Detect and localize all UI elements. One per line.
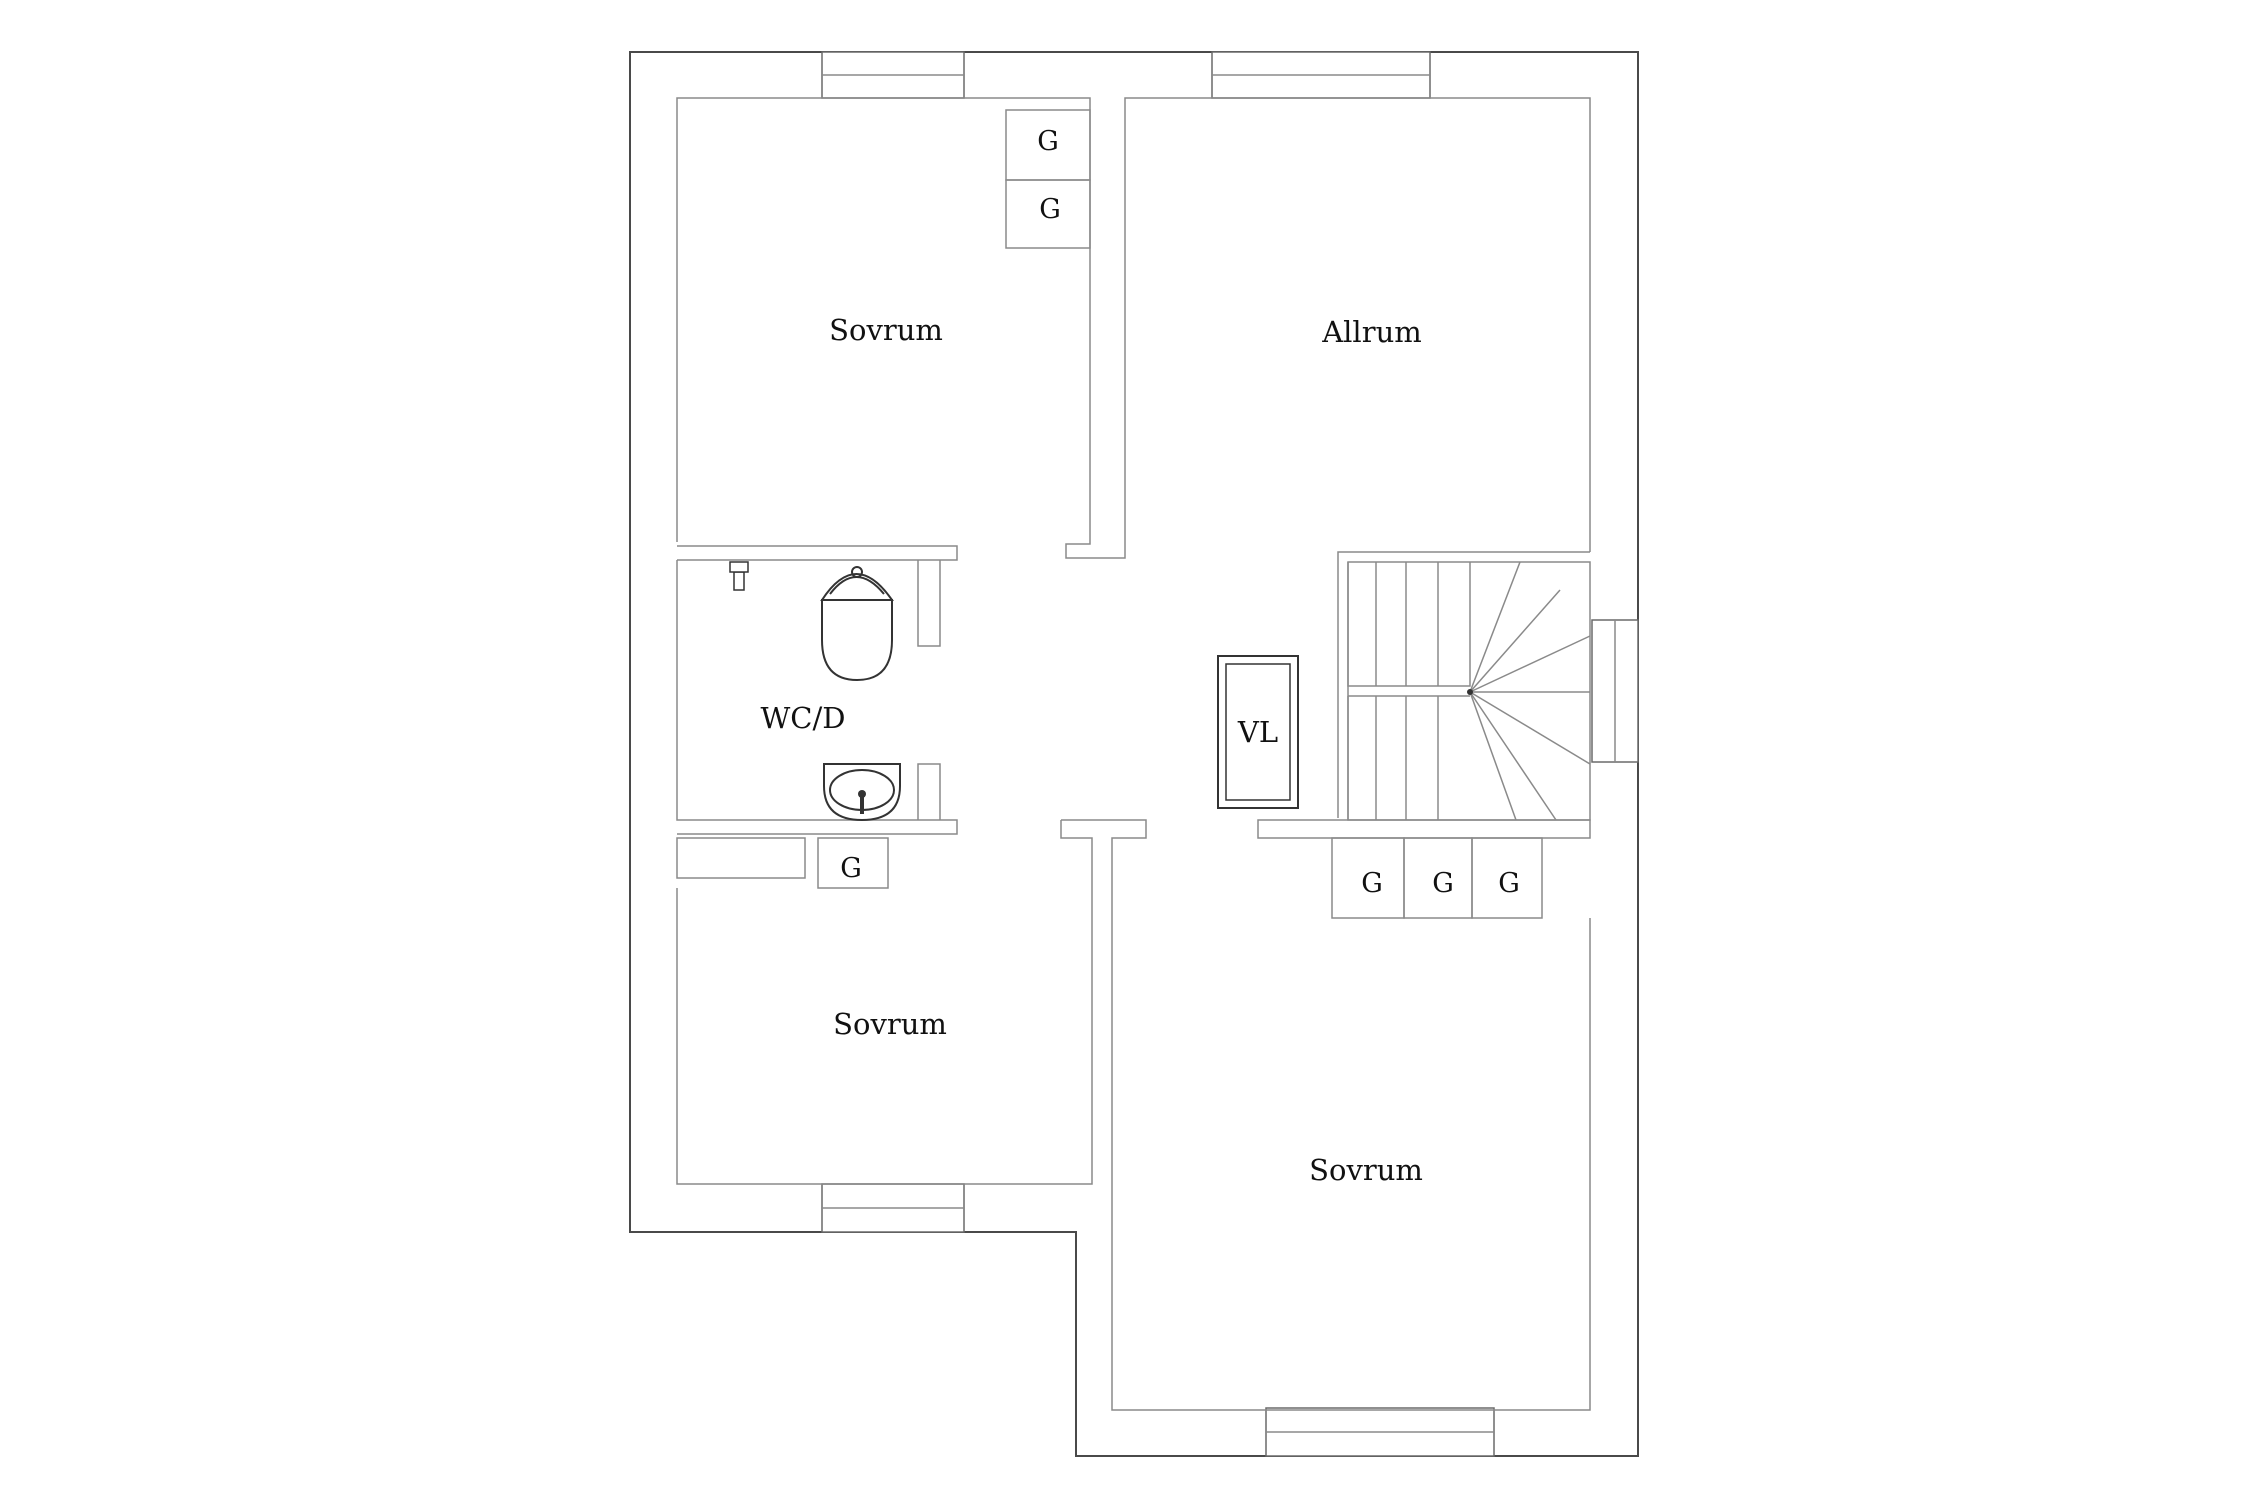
hall-wall-left — [676, 820, 1093, 1185]
storage-box — [676, 837, 806, 879]
wc-partition-bottom — [917, 763, 941, 820]
window-mid-left — [821, 1183, 965, 1233]
hall-wall-bottom — [1061, 819, 1591, 1411]
room-label-wc: WC/D — [760, 701, 845, 735]
wc-partition-top — [917, 560, 941, 647]
room-allrum-boundary — [1337, 551, 1590, 818]
window-top-right — [1211, 51, 1431, 99]
sink-icon — [823, 763, 901, 822]
room-label-sovrum-bottom: Sovrum — [1309, 1153, 1423, 1187]
window-right — [1591, 619, 1639, 763]
room-label-allrum: Allrum — [1321, 315, 1422, 349]
paper-holder-icon — [729, 561, 749, 591]
room-sovrum-top — [676, 97, 1591, 559]
toilet-icon — [820, 566, 894, 682]
closet-label-g1: G — [1037, 126, 1059, 157]
fixture-label-vl: VL — [1237, 715, 1278, 749]
stair-wall-bottom — [1257, 819, 1591, 839]
window-bottom-right — [1265, 1407, 1495, 1457]
closet-label-g4: G — [1361, 868, 1383, 899]
room-wc — [676, 545, 958, 835]
closet-label-g2: G — [1039, 194, 1061, 225]
closet-label-g3: G — [840, 853, 862, 884]
vl-fixture — [1217, 655, 1299, 809]
window-top-left — [821, 51, 965, 99]
staircase — [1347, 561, 1591, 821]
room-label-sovrum-mid: Sovrum — [833, 1007, 947, 1041]
closet-g3-box — [817, 837, 889, 889]
outer-wall — [629, 51, 1639, 1457]
closet-label-g5: G — [1432, 868, 1454, 899]
closet-g6-box — [1471, 837, 1543, 919]
closet-g2-box — [1005, 179, 1091, 249]
closet-label-g6: G — [1498, 868, 1520, 899]
room-label-sovrum-top: Sovrum — [829, 313, 943, 347]
